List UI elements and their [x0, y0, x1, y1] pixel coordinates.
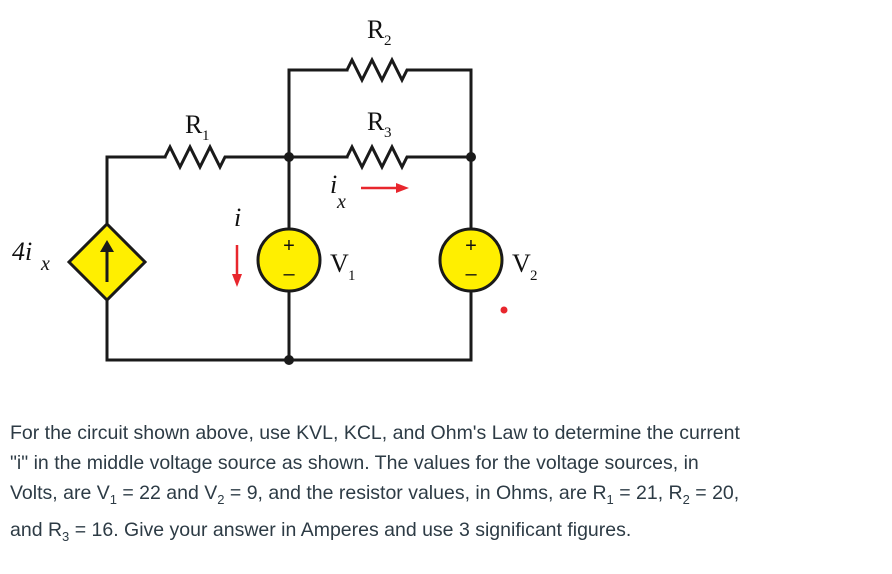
- v1-plus-sign: +: [283, 235, 295, 257]
- current-ix-arrow: [361, 183, 409, 193]
- label-r2-sub: 2: [384, 33, 392, 49]
- label-ix: i: [330, 170, 337, 199]
- line3-text-i: = 20,: [689, 482, 740, 504]
- problem-line-2: "i" in the middle voltage source as show…: [10, 452, 699, 474]
- line4-sub-r3: 3: [62, 528, 70, 544]
- voltage-source-v1: + –: [256, 227, 322, 293]
- v1-minus-sign: –: [283, 263, 295, 285]
- v2-minus-sign: –: [465, 263, 477, 285]
- label-v1: V: [330, 249, 349, 278]
- voltage-source-v2: + –: [438, 227, 504, 293]
- problem-line-4: and R3 = 16. Give your answer in Amperes…: [10, 515, 882, 552]
- line3-text-e: = 9, and the resistor values, in Ohms, a…: [224, 482, 607, 504]
- v2-plus-sign: +: [465, 235, 477, 257]
- wires: [105, 68, 473, 362]
- current-i-arrow: [232, 245, 242, 287]
- line3-sub-r2: 2: [682, 491, 690, 507]
- line3-sub-v2: 2: [217, 491, 225, 507]
- label-r2: R: [367, 15, 385, 44]
- label-r1: R: [185, 110, 203, 139]
- resistor-r1: [163, 143, 230, 171]
- line4-text-a: and R: [10, 518, 63, 541]
- node-top-middle: [284, 152, 294, 162]
- red-dot: [500, 306, 508, 314]
- dependent-current-source: [66, 221, 148, 303]
- line3-text-g: = 21, R: [613, 482, 683, 504]
- label-v2-sub: 2: [530, 268, 538, 284]
- label-dep-source-sub: x: [40, 253, 50, 275]
- label-v1-sub: 1: [348, 268, 356, 284]
- line3-text-c: = 22 and V: [116, 482, 218, 504]
- node-top-right: [466, 152, 476, 162]
- label-r3: R: [367, 107, 385, 136]
- circuit-diagram: + – + – R 1 R 2 R 3 V 1 V 2 4i x i x i: [12, 15, 538, 365]
- label-dep-source: 4i: [12, 237, 32, 266]
- label-r1-sub: 1: [202, 128, 210, 144]
- line3-sub-r1: 1: [606, 491, 614, 507]
- node-bottom-middle: [284, 355, 294, 365]
- label-r3-sub: 3: [384, 125, 392, 141]
- problem-statement: For the circuit shown above, use KVL, KC…: [10, 418, 882, 552]
- label-ix-sub: x: [336, 191, 346, 213]
- problem-line-1: For the circuit shown above, use KVL, KC…: [10, 422, 740, 444]
- resistor-r3: [345, 143, 412, 171]
- problem-line-3: Volts, are V1 = 22 and V2 = 9, and the r…: [10, 478, 882, 515]
- label-i: i: [234, 203, 241, 232]
- line4-text-c: = 16. Give your answer in Amperes and us…: [69, 518, 632, 541]
- line3-sub-v1: 1: [109, 491, 117, 507]
- label-v2: V: [512, 249, 531, 278]
- resistor-r2: [345, 56, 412, 84]
- line3-text-a: Volts, are V: [10, 482, 110, 504]
